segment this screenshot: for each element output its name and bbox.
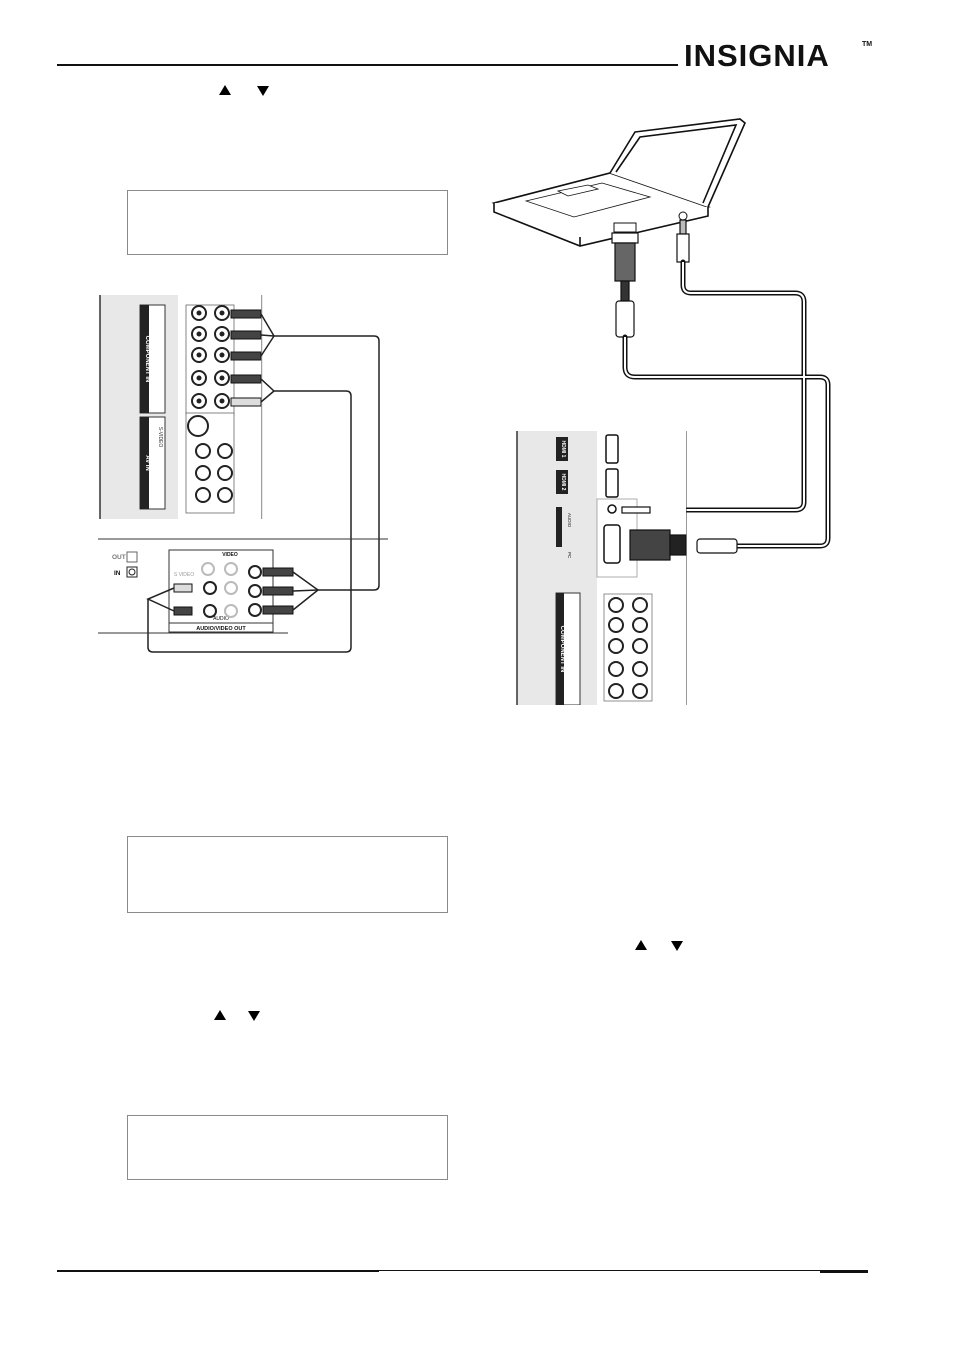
- brand-text: INSIGNIA: [684, 38, 830, 72]
- av-out-label: AUDIO/VIDEO OUT: [196, 626, 246, 632]
- insignia-logo: INSIGNIA TM: [684, 38, 872, 72]
- note-box: [127, 190, 448, 255]
- audio-label: AUDIO: [213, 616, 229, 622]
- hdmi1-label: HDMI 1: [560, 441, 566, 458]
- s-video-out-label: S VIDEO: [174, 572, 194, 578]
- out-label: OUT: [112, 554, 126, 561]
- component-in-label: COMPONENT IN: [144, 336, 150, 383]
- footer-rule-end: [820, 1271, 868, 1273]
- footer-rule-thin: [379, 1270, 868, 1271]
- av-in-label: AV IN: [144, 455, 150, 471]
- footer-rule: [57, 1270, 379, 1272]
- down-arrow-icon: [257, 86, 269, 96]
- video-label: VIDEO: [222, 552, 238, 558]
- up-arrow-icon: [214, 1010, 226, 1020]
- component-connection-diagram: COMPONENT IN AV IN S-VIDEO: [98, 295, 388, 653]
- up-arrow-icon: [635, 940, 647, 950]
- laptop-icon: [491, 118, 746, 247]
- pc-connection-diagram: HDMI 1 HDMI 2 AUDIO PC COMPONENT IN: [491, 118, 831, 705]
- trademark-text: TM: [862, 41, 872, 48]
- pc-port-label: PC: [567, 552, 572, 559]
- up-arrow-icon: [219, 85, 231, 95]
- s-video-label: S-VIDEO: [157, 427, 163, 448]
- note-box: [127, 1115, 448, 1180]
- header-rule: [57, 64, 678, 66]
- audio-port-label: AUDIO: [567, 513, 572, 528]
- hdmi2-label: HDMI 2: [560, 474, 566, 491]
- down-arrow-icon: [248, 1011, 260, 1021]
- down-arrow-icon: [671, 941, 683, 951]
- note-box: [127, 836, 448, 913]
- in-label: IN: [114, 570, 121, 577]
- component-in-label-right: COMPONENT IN: [559, 626, 565, 673]
